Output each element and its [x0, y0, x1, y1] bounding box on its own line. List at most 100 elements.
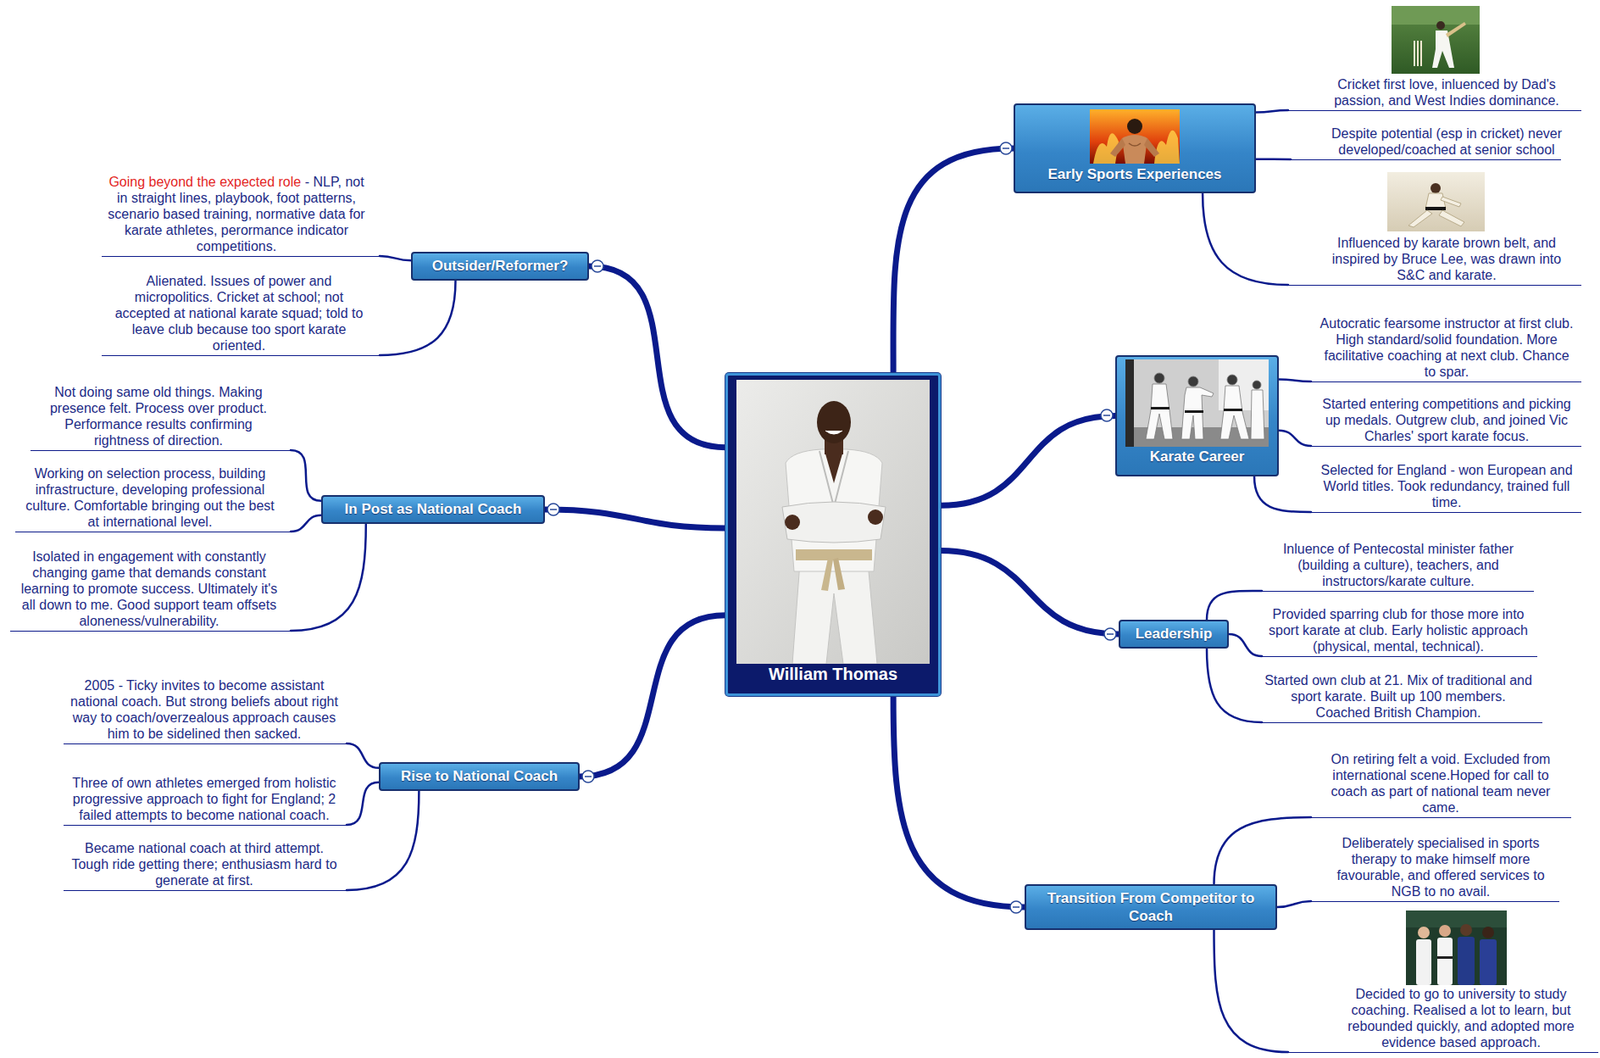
drawn-shape [1479, 938, 1497, 985]
sub-branch-connector [1206, 590, 1262, 620]
topic-label: Karate Career [1150, 446, 1245, 467]
topic-label: In Post as National Coach [344, 496, 523, 523]
note-text: Autocratic fearsome instructor at first … [1320, 316, 1574, 379]
name-label: William Thomas [727, 661, 939, 686]
topic-label: Outsider/Reformer? [432, 253, 569, 279]
drawn-shape [1184, 410, 1204, 413]
note-text: Inluence of Pentecostal minister father … [1283, 541, 1514, 589]
drawn-shape [1445, 22, 1467, 38]
note-text-block: Three of own athletes emerged from holis… [69, 774, 339, 825]
drawn-shape [1438, 924, 1451, 937]
note-item: Autocratic fearsome instructor at first … [1311, 315, 1582, 383]
sub-branch-connector [346, 782, 379, 825]
drawn-shape [1457, 936, 1475, 985]
group-photo [1405, 910, 1507, 985]
drawn-shape [584, 775, 592, 778]
karate-pose-photo [1387, 172, 1485, 232]
drawn-shape [550, 508, 557, 511]
note-text: Not doing same old things. Making presen… [50, 384, 267, 448]
note-text-block: Started own club at 21. Mix of tradition… [1264, 672, 1533, 723]
note-text-block: On retiring felt a void. Excluded from i… [1316, 750, 1567, 817]
note-text-block: Became national coach at third attempt. … [69, 839, 339, 890]
drawn-shape [1100, 409, 1113, 422]
drawn-shape [1012, 905, 1020, 908]
note-text: Became national coach at third attempt. … [71, 840, 337, 888]
drawn-shape [1223, 408, 1243, 412]
drawn-shape [1482, 926, 1495, 939]
topic-label: Rise to National Coach [400, 763, 558, 789]
drawn-shape [582, 770, 595, 783]
drawn-shape [1103, 414, 1111, 417]
note-text: Cricket first love, inluenced by Dad's p… [1333, 77, 1560, 108]
note-item: Inluence of Pentecostal minister father … [1261, 540, 1534, 592]
sub-branch-connector [346, 743, 379, 768]
cricket-photo [1391, 5, 1480, 74]
note-text-block: Not doing same old things. Making presen… [35, 383, 282, 450]
main-branch-connector [579, 615, 726, 777]
drawn-shape [1252, 380, 1262, 389]
note-text: Working on selection process, building i… [25, 466, 275, 529]
drawn-shape [792, 561, 878, 664]
drawn-shape [1387, 172, 1485, 232]
sub-branch-connector [1255, 157, 1291, 161]
drawn-shape [1154, 372, 1165, 384]
note-item: Became national coach at third attempt. … [63, 839, 347, 891]
note-text-block: Provided sparring club for those more in… [1266, 605, 1530, 656]
drawn-shape [1145, 383, 1173, 439]
note-text-block: Working on selection process, building i… [20, 465, 280, 532]
drawn-shape [1413, 40, 1416, 67]
drawn-shape [1417, 926, 1430, 939]
drawn-shape [1122, 134, 1148, 164]
drawn-shape [1438, 210, 1465, 227]
drawn-shape [782, 501, 886, 543]
note-text: 2005 - Ticky invites to become assistant… [70, 677, 339, 741]
drawn-shape [1432, 30, 1455, 68]
drawn-shape [1002, 147, 1010, 150]
drawn-shape [1181, 387, 1214, 439]
note-text-block: Isolated in engagement with constantly c… [17, 548, 281, 631]
topic-box: Early Sports Experiences [1013, 103, 1256, 194]
sub-branch-connector [379, 280, 456, 356]
drawn-shape [784, 514, 800, 530]
drawn-shape [1106, 633, 1114, 635]
topic-box: Karate Career [1115, 355, 1279, 477]
note-text-block: Inluence of Pentecostal minister father … [1268, 540, 1528, 591]
note-text-block: Autocratic fearsome instructor at first … [1318, 315, 1575, 382]
drawn-shape [1000, 142, 1012, 155]
note-item: Working on selection process, building i… [15, 465, 291, 533]
drawn-shape [1437, 937, 1453, 985]
drawn-shape [1420, 40, 1423, 67]
note-text: Decided to go to university to study coa… [1347, 986, 1574, 1050]
note-text-block: Selected for England - won European and … [1318, 461, 1575, 512]
topic-box: Outsider/Reformer? [411, 251, 589, 281]
main-branch-connector [893, 695, 1025, 907]
sub-branch-connector [290, 515, 322, 532]
note-text-block: Cricket first love, inluenced by Dad's p… [1319, 76, 1574, 111]
main-branch-connector [940, 550, 1119, 634]
note-text: Alienated. Issues of power and micropoli… [115, 273, 364, 353]
drawn-shape [1125, 359, 1269, 447]
note-item: Three of own athletes emerged from holis… [63, 774, 347, 826]
note-text: Deliberately specialised in sports thera… [1336, 835, 1545, 899]
topic-box: In Post as National Coach [321, 494, 545, 524]
sub-branch-connector [1202, 193, 1289, 285]
drawn-shape [1391, 5, 1480, 25]
drawn-shape [1416, 938, 1432, 985]
note-item: Provided sparring club for those more in… [1261, 605, 1538, 657]
main-branch-connector [544, 509, 726, 528]
note-text: Started entering competitions and pickin… [1322, 396, 1572, 444]
note-text-block: 2005 - Ticky invites to become assistant… [69, 677, 339, 744]
note-item: Started entering competitions and pickin… [1311, 395, 1582, 447]
topic-box: Rise to National Coach [378, 761, 580, 791]
drawn-shape [821, 557, 834, 591]
topic-box: Leadership [1118, 619, 1229, 649]
sub-branch-connector [1277, 900, 1312, 907]
note-text-block: Decided to go to university to study coa… [1331, 985, 1591, 1052]
fighter-photo [1089, 109, 1180, 164]
note-text-block: Started entering competitions and pickin… [1318, 395, 1575, 446]
karate-class-photo [1125, 359, 1269, 447]
profile-node: William Thomas [725, 372, 941, 696]
note-text-block: Influenced by karate brown belt, and ins… [1317, 234, 1577, 285]
drawn-shape [1460, 923, 1473, 936]
